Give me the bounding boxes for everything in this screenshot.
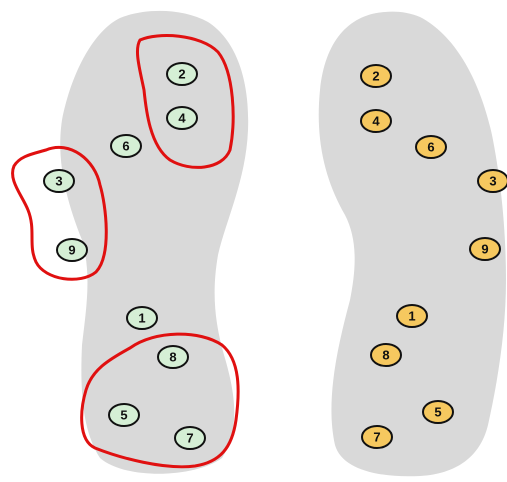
left-sensor-label-8: 8: [169, 350, 176, 365]
left-sensor-label-4: 4: [178, 111, 186, 126]
left-sensor-label-9: 9: [68, 243, 75, 258]
left-sensor-label-2: 2: [178, 67, 185, 82]
right-sensor-label-1: 1: [408, 309, 415, 324]
left-sensor-label-7: 7: [186, 431, 193, 446]
right-sensor-label-6: 6: [427, 140, 434, 155]
left-sensor-label-1: 1: [138, 311, 145, 326]
left-sensor-label-3: 3: [55, 174, 62, 189]
left-sensor-label-6: 6: [122, 139, 129, 154]
right-sensor-label-5: 5: [434, 405, 441, 420]
right-sensor-label-9: 9: [481, 242, 488, 257]
left-footprint: [60, 11, 248, 474]
left-sensor-label-5: 5: [120, 408, 127, 423]
right-sensor-label-8: 8: [382, 348, 389, 363]
right-sensor-label-4: 4: [372, 114, 380, 129]
right-sensor-label-3: 3: [489, 174, 496, 189]
right-sensor-label-2: 2: [372, 69, 379, 84]
right-sensor-label-7: 7: [373, 430, 380, 445]
